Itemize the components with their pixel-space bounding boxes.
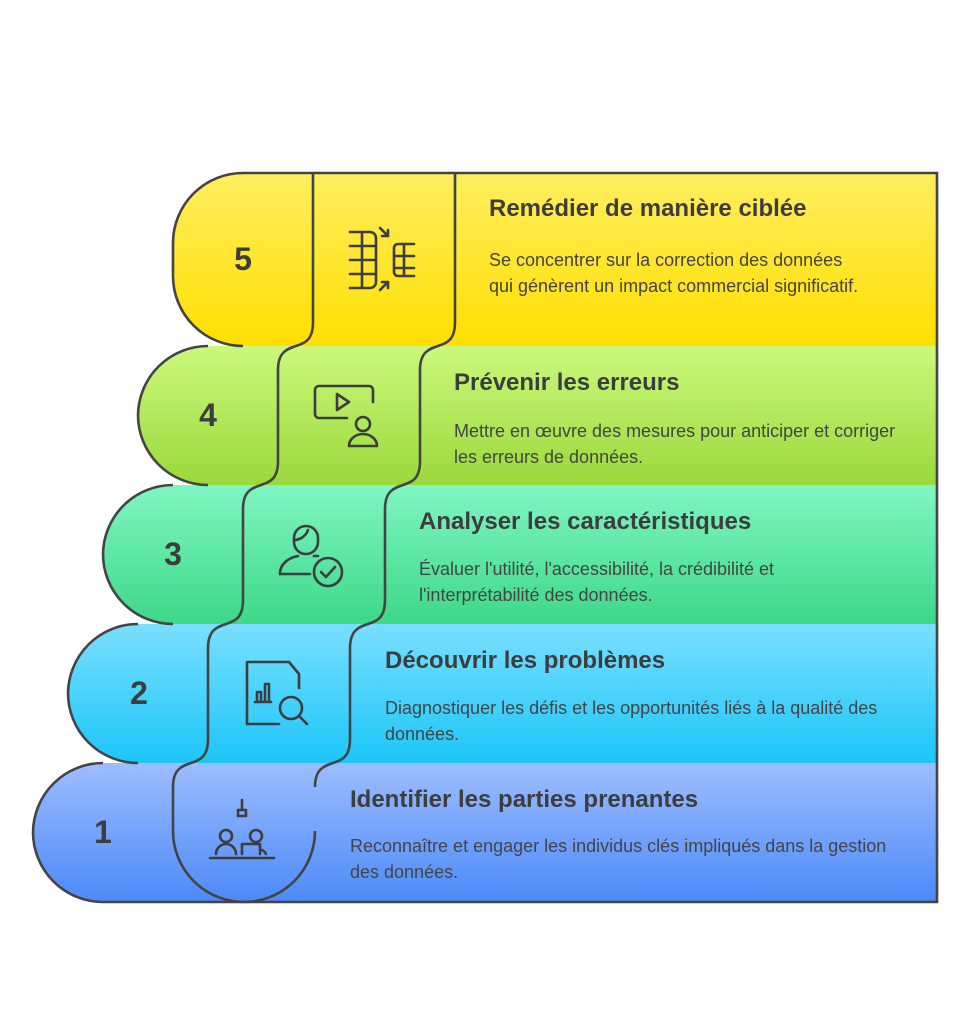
step-band <box>103 485 937 624</box>
band-outline <box>101 483 174 626</box>
step-title: Découvrir les problèmes <box>385 647 666 674</box>
step-band <box>173 173 937 346</box>
step-description: Évaluer l'utilité, l'accessibilité, la c… <box>419 559 775 605</box>
table-transfer-icon <box>346 224 418 296</box>
icon-column-left-divider <box>171 173 317 904</box>
step-number: 2 <box>130 675 148 711</box>
step-description: Mettre en œuvre des mesures pour anticip… <box>454 421 896 467</box>
band-outline <box>66 622 139 765</box>
band-outline <box>136 344 209 487</box>
document-chart-search-icon <box>241 656 313 728</box>
step-title: Analyser les caractéristiques <box>419 508 752 535</box>
icon-column-right-divider <box>313 173 457 788</box>
step-title: Prévenir les erreurs <box>454 369 680 396</box>
step-number: 4 <box>199 397 217 433</box>
step-band <box>68 624 937 763</box>
band-outline <box>31 761 104 904</box>
step-description: Reconnaître et engager les individus clé… <box>350 836 887 882</box>
step-description: Se concentrer sur la correction des donn… <box>489 250 859 296</box>
stakeholders-meeting-icon <box>206 796 278 868</box>
video-presenter-icon <box>311 380 383 452</box>
step-title: Identifier les parties prenantes <box>350 786 699 813</box>
step-title: Remédier de manière ciblée <box>489 195 807 222</box>
step-number: 5 <box>234 241 252 277</box>
step-number: 1 <box>94 814 112 850</box>
step-band <box>33 763 937 902</box>
person-check-icon <box>276 518 348 590</box>
step-description: Diagnostiquer les défis et les opportuni… <box>385 698 878 744</box>
step-band <box>138 346 937 485</box>
band-outline <box>103 171 939 904</box>
step-number: 3 <box>164 536 182 572</box>
